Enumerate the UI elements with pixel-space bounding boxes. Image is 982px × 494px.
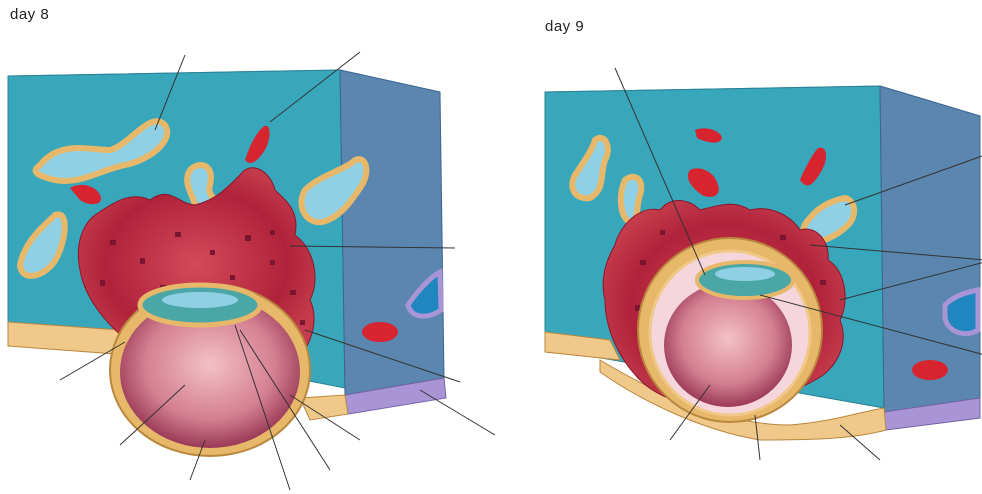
day8-side-face [340,70,444,395]
day9-primitive-yolk-sac [664,283,792,407]
day8-amniotic-cavity [162,292,238,308]
day9-block [545,68,982,460]
day8-epithelium-right [300,395,348,420]
day8-block [8,52,495,490]
day9-vessel-4 [912,360,948,380]
day8-vessel-side [362,322,398,342]
day9-amniotic-cavity [715,267,775,281]
